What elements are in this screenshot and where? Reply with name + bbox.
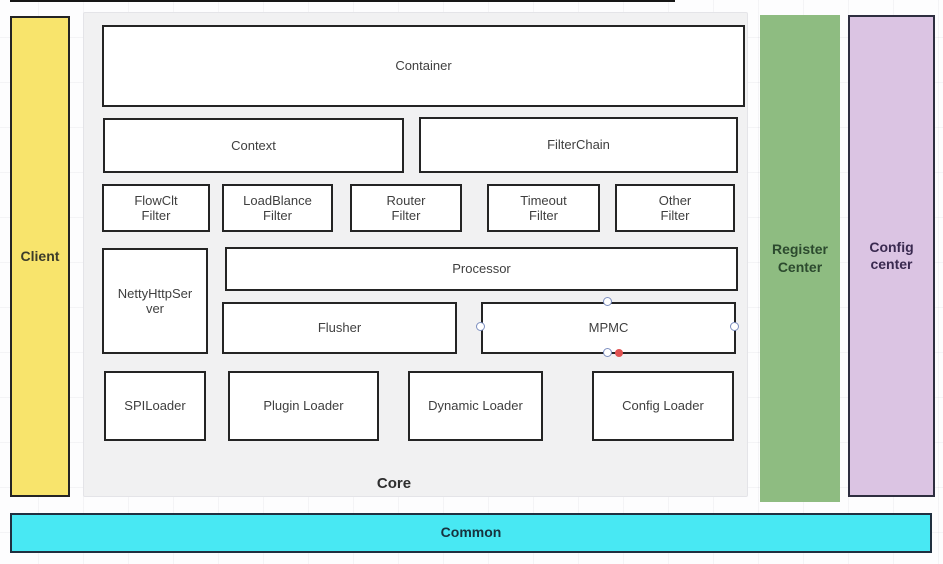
flusher-node[interactable]: Flusher: [222, 302, 457, 354]
nettyhttpserver-node[interactable]: NettyHttpSer ver: [102, 248, 208, 354]
router-filter-node[interactable]: Router Filter: [350, 184, 462, 232]
flowclt-filter-label: FlowClt Filter: [134, 192, 178, 223]
spiloader-node[interactable]: SPILoader: [104, 371, 206, 441]
filterchain-label: FilterChain: [547, 137, 610, 153]
config-loader-node[interactable]: Config Loader: [592, 371, 734, 441]
core-group-label: Core: [376, 475, 412, 492]
context-label: Context: [231, 137, 276, 153]
filterchain-node[interactable]: FilterChain: [419, 117, 738, 173]
client-label: Client: [20, 247, 60, 264]
top-edge-line: [10, 0, 675, 2]
common-node[interactable]: Common: [10, 513, 932, 553]
processor-node[interactable]: Processor: [225, 247, 738, 291]
selection-handle-top[interactable]: [603, 297, 612, 306]
router-filter-label: Router Filter: [386, 192, 426, 223]
core-group[interactable]: Container Context FilterChain FlowClt Fi…: [83, 12, 748, 497]
processor-label: Processor: [452, 261, 511, 277]
loadblance-filter-node[interactable]: LoadBlance Filter: [222, 184, 333, 232]
config-loader-label: Config Loader: [622, 398, 704, 414]
timeout-filter-node[interactable]: Timeout Filter: [487, 184, 600, 232]
dynamic-loader-label: Dynamic Loader: [428, 398, 523, 414]
mpmc-node[interactable]: MPMC: [481, 302, 736, 354]
flusher-label: Flusher: [317, 320, 362, 336]
selection-handle-right[interactable]: [730, 322, 739, 331]
plugin-loader-node[interactable]: Plugin Loader: [228, 371, 379, 441]
core-group-caption: Core: [84, 475, 704, 494]
spiloader-label: SPILoader: [124, 398, 186, 414]
dynamic-loader-node[interactable]: Dynamic Loader: [408, 371, 543, 441]
common-label: Common: [440, 524, 502, 541]
container-label: Container: [395, 58, 452, 74]
context-node[interactable]: Context: [103, 118, 404, 173]
plugin-loader-label: Plugin Loader: [263, 398, 344, 414]
container-node[interactable]: Container: [102, 25, 745, 107]
timeout-filter-label: Timeout Filter: [520, 192, 567, 223]
loadblance-filter-label: LoadBlance Filter: [243, 192, 312, 223]
connection-endpoint-red-dot[interactable]: [615, 349, 623, 357]
client-node[interactable]: Client: [10, 16, 70, 497]
selection-handle-left[interactable]: [476, 322, 485, 331]
other-filter-node[interactable]: Other Filter: [615, 184, 735, 232]
other-filter-label: Other Filter: [658, 192, 692, 223]
register-center-node[interactable]: Register Center: [760, 15, 840, 502]
config-center-node[interactable]: Config center: [848, 15, 935, 497]
selection-handle-bottom[interactable]: [603, 348, 612, 357]
mpmc-label: MPMC: [588, 320, 629, 336]
nettyhttpserver-label: NettyHttpSer ver: [117, 285, 193, 316]
flowclt-filter-node[interactable]: FlowClt Filter: [102, 184, 210, 232]
register-center-label: Register Center: [771, 241, 829, 275]
config-center-label: Config center: [869, 238, 914, 273]
